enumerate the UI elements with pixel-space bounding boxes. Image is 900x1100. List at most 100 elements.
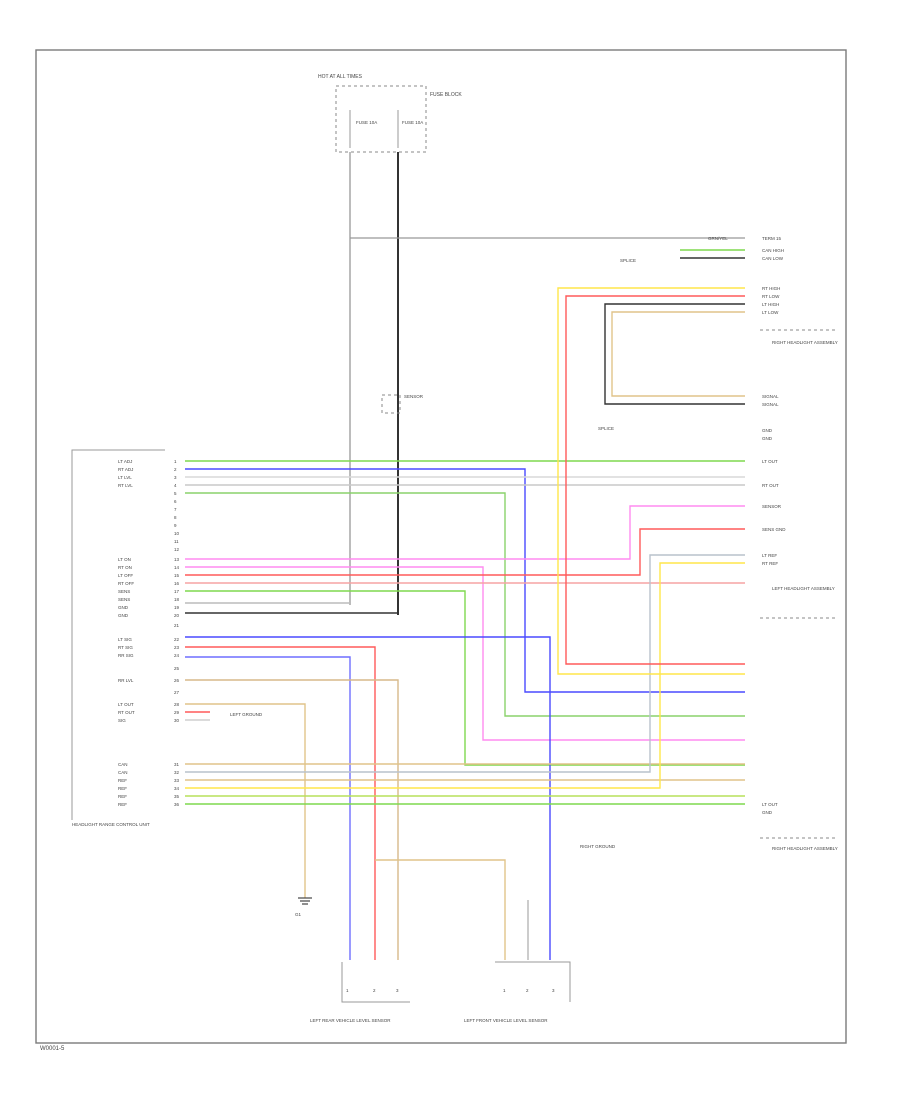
- svg-text:HEADLIGHT RANGE CONTROL UNIT: HEADLIGHT RANGE CONTROL UNIT: [72, 822, 150, 827]
- wire-13: [185, 505, 745, 560]
- svg-text:LT LOW: LT LOW: [762, 310, 779, 315]
- svg-text:26: 26: [174, 678, 180, 683]
- svg-text:30: 30: [174, 718, 180, 723]
- splice-label-1: SPLICE: [620, 258, 636, 263]
- svg-text:35: 35: [174, 794, 180, 799]
- wire-22: [185, 636, 551, 960]
- ground-label-mid: LEFT GROUND: [230, 712, 263, 717]
- svg-text:LT OUT: LT OUT: [118, 702, 134, 707]
- fuse-block: HOT AT ALL TIMES FUSE BLOCK FUSE 10A FUS…: [318, 74, 462, 153]
- svg-text:CAN HIGH: CAN HIGH: [762, 248, 784, 253]
- svg-text:FUSE 10A: FUSE 10A: [402, 120, 423, 125]
- svg-text:RT LVL: RT LVL: [118, 483, 133, 488]
- svg-text:LEFT REAR VEHICLE LEVEL SENSOR: LEFT REAR VEHICLE LEVEL SENSOR: [310, 1018, 391, 1023]
- svg-text:LT REF: LT REF: [762, 553, 777, 558]
- wires-right-vertical: [557, 249, 745, 675]
- svg-text:2: 2: [526, 988, 529, 993]
- svg-text:2: 2: [373, 988, 376, 993]
- svg-text:RR LVL: RR LVL: [118, 678, 134, 683]
- svg-text:25: 25: [174, 666, 180, 671]
- svg-text:CAN LOW: CAN LOW: [762, 256, 784, 261]
- wires-bottom: [375, 859, 529, 960]
- svg-text:11: 11: [174, 539, 179, 544]
- svg-text:8: 8: [174, 515, 177, 520]
- ground-symbol: G1: [295, 858, 312, 917]
- svg-text:17: 17: [174, 589, 180, 594]
- svg-text:LT HIGH: LT HIGH: [762, 302, 779, 307]
- rear-level-sensor: 1 2 3 LEFT REAR VEHICLE LEVEL SENSOR: [310, 962, 410, 1023]
- svg-text:RT SIG: RT SIG: [118, 645, 133, 650]
- svg-text:FUSE 10A: FUSE 10A: [356, 120, 377, 125]
- diagram-border: [35, 49, 847, 1044]
- svg-text:SENSOR: SENSOR: [762, 504, 782, 509]
- svg-text:21: 21: [174, 623, 180, 628]
- svg-text:LT ADJ: LT ADJ: [118, 459, 132, 464]
- svg-text:REF: REF: [118, 802, 127, 807]
- svg-text:29: 29: [174, 710, 180, 715]
- svg-text:3: 3: [396, 988, 399, 993]
- svg-text:5: 5: [174, 491, 177, 496]
- svg-text:RT REF: RT REF: [762, 561, 778, 566]
- page-reference: W0001-5: [40, 1046, 65, 1052]
- svg-text:36: 36: [174, 802, 180, 807]
- svg-text:6: 6: [174, 499, 177, 504]
- svg-text:RT ADJ: RT ADJ: [118, 467, 133, 472]
- svg-text:33: 33: [174, 778, 180, 783]
- svg-text:HOT AT ALL TIMES: HOT AT ALL TIMES: [318, 74, 363, 80]
- svg-text:7: 7: [174, 507, 177, 512]
- svg-text:1: 1: [346, 988, 349, 993]
- svg-text:14: 14: [174, 565, 180, 570]
- svg-text:28: 28: [174, 702, 180, 707]
- svg-text:LT OFF: LT OFF: [118, 573, 133, 578]
- svg-text:12: 12: [174, 547, 180, 552]
- svg-text:RT ON: RT ON: [118, 565, 132, 570]
- svg-text:1: 1: [503, 988, 506, 993]
- svg-text:23: 23: [174, 645, 180, 650]
- svg-text:16: 16: [174, 581, 180, 586]
- wire-28: [185, 703, 306, 858]
- svg-text:GND: GND: [762, 810, 773, 815]
- svg-text:LT SIG: LT SIG: [118, 637, 132, 642]
- svg-text:20: 20: [174, 613, 180, 618]
- svg-text:3: 3: [552, 988, 555, 993]
- svg-text:RIGHT HEADLIGHT ASSEMBLY: RIGHT HEADLIGHT ASSEMBLY: [772, 340, 838, 345]
- ground-label-right: RIGHT GROUND: [580, 844, 616, 849]
- svg-text:SENS GND: SENS GND: [762, 527, 786, 532]
- control-unit: HEADLIGHT RANGE CONTROL UNIT: [71, 449, 165, 827]
- wires-horizontal: [185, 460, 745, 960]
- svg-text:GND: GND: [762, 436, 773, 441]
- front-level-sensor: 1 2 3 LEFT FRONT VEHICLE LEVEL SENSOR: [464, 961, 571, 1023]
- wire-23: [185, 646, 376, 960]
- svg-text:9: 9: [174, 523, 177, 528]
- svg-text:GND: GND: [762, 428, 773, 433]
- svg-text:LT LVL: LT LVL: [118, 475, 132, 480]
- svg-text:19: 19: [174, 605, 180, 610]
- svg-text:18: 18: [174, 597, 180, 602]
- wire-26: [185, 679, 399, 960]
- svg-text:32: 32: [174, 770, 180, 775]
- svg-text:RT LOW: RT LOW: [762, 294, 780, 299]
- wire-15: [185, 528, 745, 576]
- svg-text:RIGHT HEADLIGHT ASSEMBLY: RIGHT HEADLIGHT ASSEMBLY: [772, 846, 838, 851]
- svg-text:24: 24: [174, 653, 180, 658]
- svg-text:3: 3: [174, 475, 177, 480]
- svg-text:CAN: CAN: [118, 770, 128, 775]
- splice-label-2: SPLICE: [598, 426, 614, 431]
- svg-text:LEFT FRONT VEHICLE LEVEL SENSO: LEFT FRONT VEHICLE LEVEL SENSOR: [464, 1018, 548, 1023]
- wire-34: [185, 562, 745, 789]
- wire-5: [185, 492, 745, 717]
- svg-text:LT OUT: LT OUT: [762, 802, 778, 807]
- right-headlight-assembly: RIGHT HEADLIGHT ASSEMBLY LEFT HEADLIGHT …: [760, 329, 838, 851]
- wire-14: [185, 566, 745, 741]
- svg-text:RT OUT: RT OUT: [118, 710, 135, 715]
- svg-text:SENS: SENS: [118, 597, 130, 602]
- svg-text:RT OFF: RT OFF: [118, 581, 134, 586]
- svg-text:CAN: CAN: [118, 762, 128, 767]
- svg-text:REF: REF: [118, 778, 127, 783]
- svg-text:G1: G1: [295, 912, 302, 917]
- svg-text:27: 27: [174, 690, 180, 695]
- svg-text:SIGNAL: SIGNAL: [762, 394, 779, 399]
- svg-text:22: 22: [174, 637, 180, 642]
- svg-text:REF: REF: [118, 794, 127, 799]
- svg-text:TERM 15: TERM 15: [762, 236, 782, 241]
